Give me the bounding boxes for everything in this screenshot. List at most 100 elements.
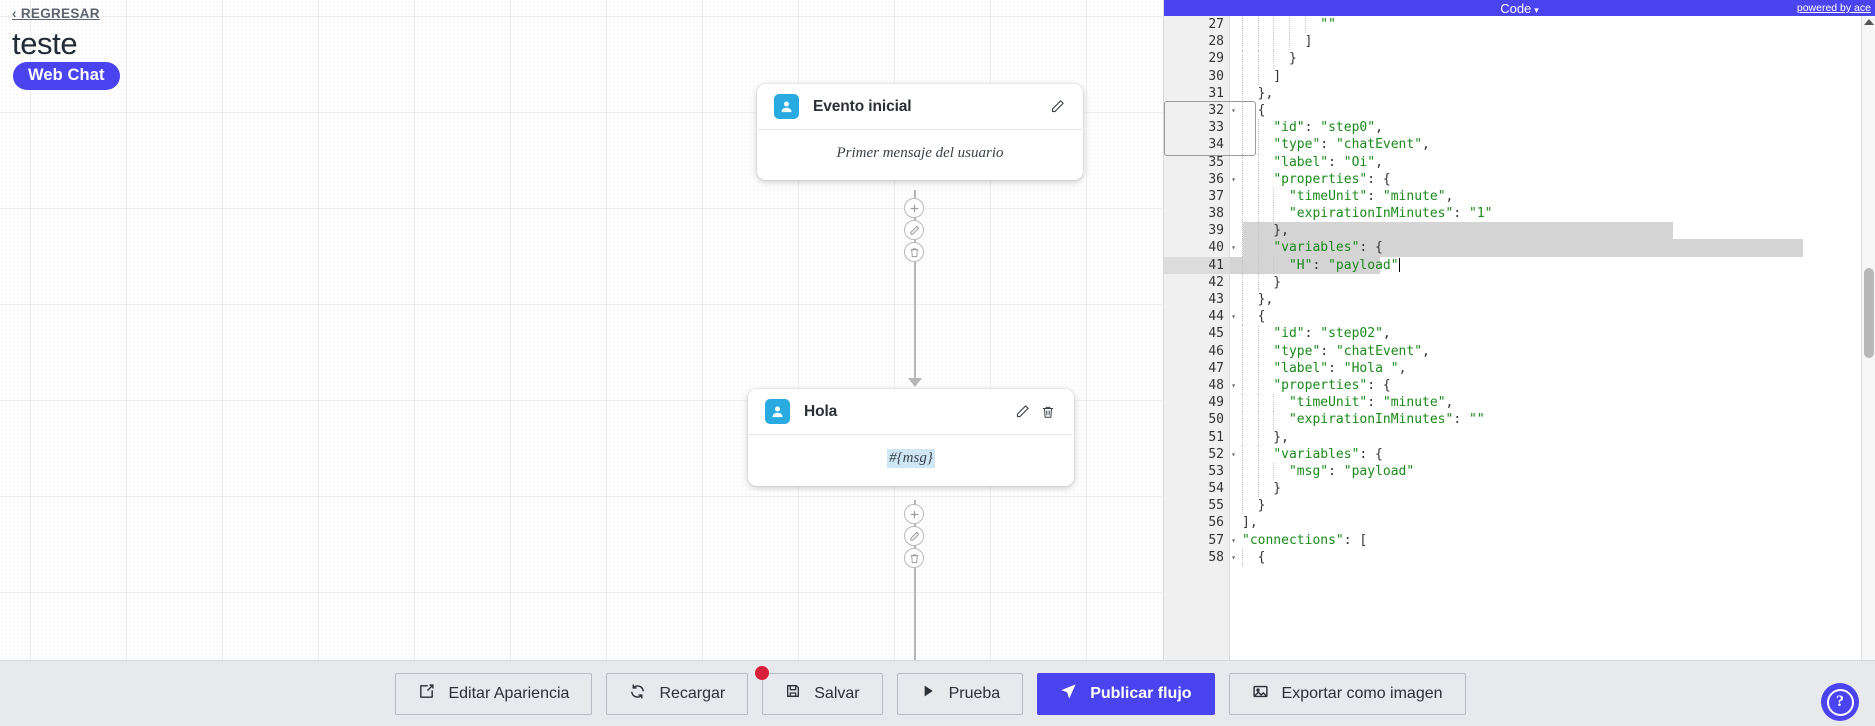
- code-line[interactable]: "variables": {: [1230, 445, 1861, 463]
- fold-toggle-icon[interactable]: ▾: [1231, 535, 1236, 545]
- pencil-icon[interactable]: [1011, 401, 1033, 423]
- connector-toolbar-1[interactable]: [904, 198, 924, 264]
- editor-vertical-scrollbar[interactable]: [1861, 16, 1875, 660]
- flow-canvas[interactable]: ‹ REGRESAR teste Web Chat Evento inicial: [0, 0, 1163, 660]
- gutter-line-number[interactable]: 51: [1208, 429, 1224, 445]
- gutter-line-number[interactable]: 56: [1208, 515, 1224, 531]
- code-line[interactable]: {: [1242, 548, 1266, 566]
- code-line[interactable]: "timeUnit": "minute",: [1230, 394, 1861, 412]
- help-button[interactable]: ?: [1821, 683, 1859, 721]
- gutter-line-number[interactable]: 40▾: [1164, 239, 1236, 256]
- gutter-line-number[interactable]: 27: [1208, 17, 1224, 32]
- code-line[interactable]: ],: [1242, 515, 1258, 531]
- gutter-line-number[interactable]: 50: [1208, 412, 1224, 428]
- chevron-down-icon[interactable]: ▾: [1534, 4, 1539, 15]
- fold-toggle-icon[interactable]: ▾: [1231, 552, 1236, 562]
- gutter-line-number[interactable]: 36▾: [1164, 171, 1236, 188]
- save-button[interactable]: Salvar: [755, 665, 883, 715]
- code-line[interactable]: "variables": {: [1230, 239, 1861, 257]
- code-line[interactable]: "": [1230, 16, 1861, 34]
- code-line[interactable]: "H": "payload": [1230, 256, 1861, 274]
- export-image-button[interactable]: Exportar como imagen: [1228, 672, 1466, 715]
- gutter-line-number[interactable]: 30: [1208, 68, 1224, 84]
- code-line[interactable]: ]: [1242, 33, 1313, 51]
- flow-node-hola[interactable]: Hola #{msg}: [748, 389, 1074, 486]
- gutter-line-number[interactable]: 47: [1208, 360, 1224, 376]
- add-icon[interactable]: [904, 504, 924, 524]
- code-line[interactable]: "connections": [: [1242, 532, 1368, 548]
- code-line[interactable]: },: [1230, 222, 1861, 240]
- code-line[interactable]: "timeUnit": "minute",: [1230, 187, 1861, 206]
- gutter-line-number[interactable]: 57▾: [1164, 532, 1236, 549]
- code-line[interactable]: "label": "Oi",: [1230, 153, 1861, 171]
- trash-icon[interactable]: [904, 548, 924, 568]
- gutter-line-number[interactable]: 46: [1208, 343, 1224, 359]
- scrollbar-thumb[interactable]: [1864, 268, 1874, 358]
- gutter-line-number[interactable]: 49: [1208, 395, 1224, 411]
- edit-appearance-button[interactable]: Editar Apariencia: [395, 672, 593, 715]
- fold-toggle-icon[interactable]: ▾: [1231, 449, 1236, 459]
- pencil-icon[interactable]: [1046, 96, 1068, 118]
- gutter-line-number[interactable]: 48▾: [1164, 377, 1236, 394]
- code-panel-title[interactable]: Code▾: [1500, 1, 1539, 16]
- code-line[interactable]: },: [1242, 84, 1274, 102]
- editor-code-area[interactable]: "" ] } ] }, { "id": "step0", "type": "ch…: [1230, 16, 1861, 660]
- gutter-line-number[interactable]: 45: [1208, 326, 1224, 342]
- gutter-line-number[interactable]: 58▾: [1164, 549, 1236, 566]
- code-line[interactable]: },: [1242, 428, 1289, 446]
- code-line[interactable]: }: [1242, 50, 1297, 68]
- code-line[interactable]: }: [1242, 273, 1282, 291]
- test-button[interactable]: Prueba: [896, 672, 1024, 715]
- gutter-line-number[interactable]: 39: [1208, 223, 1224, 239]
- gutter-line-number[interactable]: 31: [1208, 85, 1224, 101]
- trash-icon[interactable]: [1037, 401, 1059, 423]
- reload-button[interactable]: Recargar: [606, 672, 749, 715]
- gutter-line-number[interactable]: 54: [1208, 481, 1224, 497]
- code-line[interactable]: "id": "step02",: [1230, 325, 1861, 343]
- gutter-line-number[interactable]: 44▾: [1164, 308, 1236, 325]
- gutter-line-number[interactable]: 35: [1208, 154, 1224, 170]
- fold-toggle-icon[interactable]: ▾: [1231, 380, 1236, 390]
- code-line[interactable]: "expirationInMinutes": "": [1230, 411, 1861, 429]
- gutter-line-number[interactable]: 34: [1208, 137, 1224, 153]
- powered-by-ace-link[interactable]: powered by ace: [1796, 2, 1871, 14]
- gutter-line-number[interactable]: 53: [1208, 463, 1224, 479]
- code-line[interactable]: "type": "chatEvent",: [1230, 136, 1861, 154]
- gutter-line-number[interactable]: 29: [1208, 51, 1224, 67]
- code-line[interactable]: "msg": "payload": [1230, 462, 1861, 481]
- gutter-line-number[interactable]: 33: [1208, 120, 1224, 136]
- gutter-line-number[interactable]: 43: [1208, 292, 1224, 307]
- gutter-line-number[interactable]: 37: [1208, 188, 1224, 204]
- add-icon[interactable]: [904, 198, 924, 218]
- flow-node-evento-inicial[interactable]: Evento inicial Primer mensaje del usuari…: [757, 84, 1083, 180]
- pencil-icon[interactable]: [904, 220, 924, 240]
- code-line[interactable]: ]: [1242, 67, 1282, 85]
- gutter-line-number[interactable]: 28: [1208, 34, 1224, 50]
- fold-toggle-icon[interactable]: ▾: [1231, 174, 1236, 184]
- gutter-line-number[interactable]: 41: [1164, 256, 1229, 274]
- pencil-icon[interactable]: [904, 526, 924, 546]
- publish-flow-button[interactable]: Publicar flujo: [1037, 672, 1215, 715]
- fold-toggle-icon[interactable]: ▾: [1231, 312, 1236, 322]
- gutter-line-number[interactable]: 32▾: [1164, 102, 1236, 119]
- gutter-line-number[interactable]: 55: [1208, 498, 1224, 514]
- gutter-line-number[interactable]: 42: [1208, 274, 1224, 290]
- code-line[interactable]: "properties": {: [1230, 170, 1861, 188]
- fold-toggle-icon[interactable]: ▾: [1231, 105, 1236, 115]
- back-link[interactable]: ‹ REGRESAR: [12, 6, 100, 21]
- code-line[interactable]: "expirationInMinutes": "1": [1230, 205, 1861, 223]
- code-line[interactable]: {: [1242, 101, 1266, 120]
- code-line[interactable]: }: [1242, 480, 1282, 498]
- code-line[interactable]: "label": "Hola ",: [1230, 359, 1861, 377]
- code-line[interactable]: "id": "step0",: [1230, 119, 1861, 137]
- trash-icon[interactable]: [904, 242, 924, 262]
- connector-toolbar-2[interactable]: [904, 504, 924, 570]
- gutter-line-number[interactable]: 38: [1208, 206, 1224, 222]
- code-line[interactable]: {: [1242, 308, 1266, 326]
- code-line[interactable]: "properties": {: [1230, 376, 1861, 395]
- gutter-line-number[interactable]: 52▾: [1164, 446, 1236, 463]
- scroll-up-arrow-icon[interactable]: [1863, 19, 1874, 25]
